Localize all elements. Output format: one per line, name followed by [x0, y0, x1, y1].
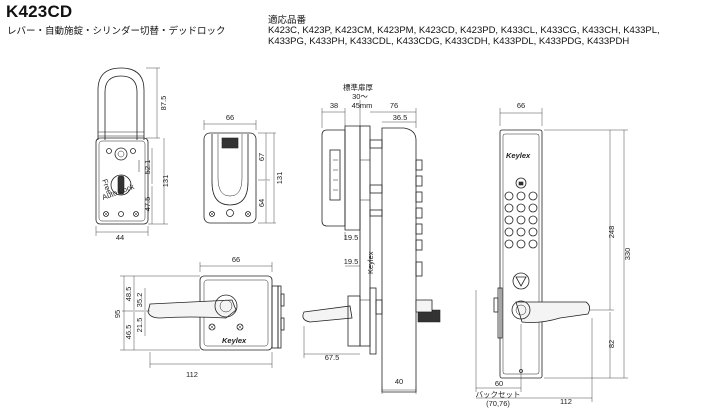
- dim-36-5: 36.5: [393, 113, 408, 122]
- dim-52-1: 52.1: [143, 160, 152, 175]
- dim-131-a: 131: [161, 175, 170, 188]
- dim-248: 248: [607, 226, 616, 239]
- dim-21-5: 21.5: [135, 318, 144, 333]
- dim-44: 44: [116, 233, 124, 242]
- view-inside-closed: 66 67 64 131: [203, 113, 284, 224]
- dim-48-5: 48.5: [124, 287, 133, 302]
- compatible-models-heading: 適応品番: [268, 15, 307, 26]
- dim-47-5: 47.5: [143, 197, 152, 212]
- view-keypad-front: Keylex 66 248 82 33: [476, 101, 633, 408]
- dim-330: 330: [623, 248, 632, 261]
- dim-82: 82: [607, 340, 616, 348]
- dim-38: 38: [330, 101, 338, 110]
- dim-87-5: 87.5: [159, 96, 168, 111]
- view-inside-open: Free Auto Lock 87.5 52.1 47.5 131 44: [95, 67, 170, 242]
- std-door-thickness-label: 標準扉厚: [343, 82, 373, 92]
- dim-46-5: 46.5: [124, 325, 133, 340]
- down-arrow-icon: [512, 272, 530, 290]
- brand-logo-lever: Keylex: [222, 336, 247, 345]
- product-subtitle: レバー・自動施錠・シリンダー切替・デッドロック: [7, 26, 226, 37]
- backset-value: (70,76): [486, 399, 510, 408]
- view-lever: Keylex 66 95 48.5 46.5 35.2 21.5 112: [113, 255, 285, 379]
- dim-112-a: 112: [186, 370, 198, 379]
- dim-76: 76: [390, 101, 398, 110]
- models-line-2: K433PG, K433PH, K433CDL, K433CDG, K433CD…: [268, 36, 630, 48]
- dim-131-b: 131: [275, 172, 284, 185]
- dim-64: 64: [257, 199, 266, 207]
- backset-label: バックセット: [476, 390, 521, 399]
- dim-45mm: 45mm: [352, 101, 373, 110]
- dim-30: 30～: [352, 92, 368, 101]
- brand-side-label: Keylex: [366, 251, 375, 274]
- view-side-section: Keylex 標準扉厚 30～ 45mm 38 76 36.5 19.5 19.…: [302, 82, 441, 394]
- dim-19-5-a: 19.5: [344, 233, 359, 242]
- page-title: K423CD: [6, 2, 73, 21]
- dim-67-5: 67.5: [325, 353, 340, 362]
- dim-35-2: 35.2: [135, 293, 144, 308]
- compatible-models-list: K423C, K423P, K423CM, K423PM, K423CD, K4…: [268, 25, 718, 47]
- dim-66-c: 66: [517, 101, 525, 110]
- dim-40: 40: [395, 377, 403, 386]
- dim-66-b: 66: [232, 255, 240, 264]
- dim-95: 95: [113, 310, 122, 318]
- models-line-1: K423C, K423P, K423CM, K423PM, K423CD, K4…: [268, 25, 660, 36]
- dim-112-b: 112: [560, 397, 572, 406]
- keypad-grid: [504, 191, 538, 249]
- dim-66-a: 66: [226, 113, 234, 122]
- dim-67: 67: [257, 153, 266, 161]
- dim-19-5-b: 19.5: [344, 257, 359, 266]
- dim-60: 60: [495, 379, 503, 388]
- brand-logo-keypad: Keylex: [506, 151, 531, 160]
